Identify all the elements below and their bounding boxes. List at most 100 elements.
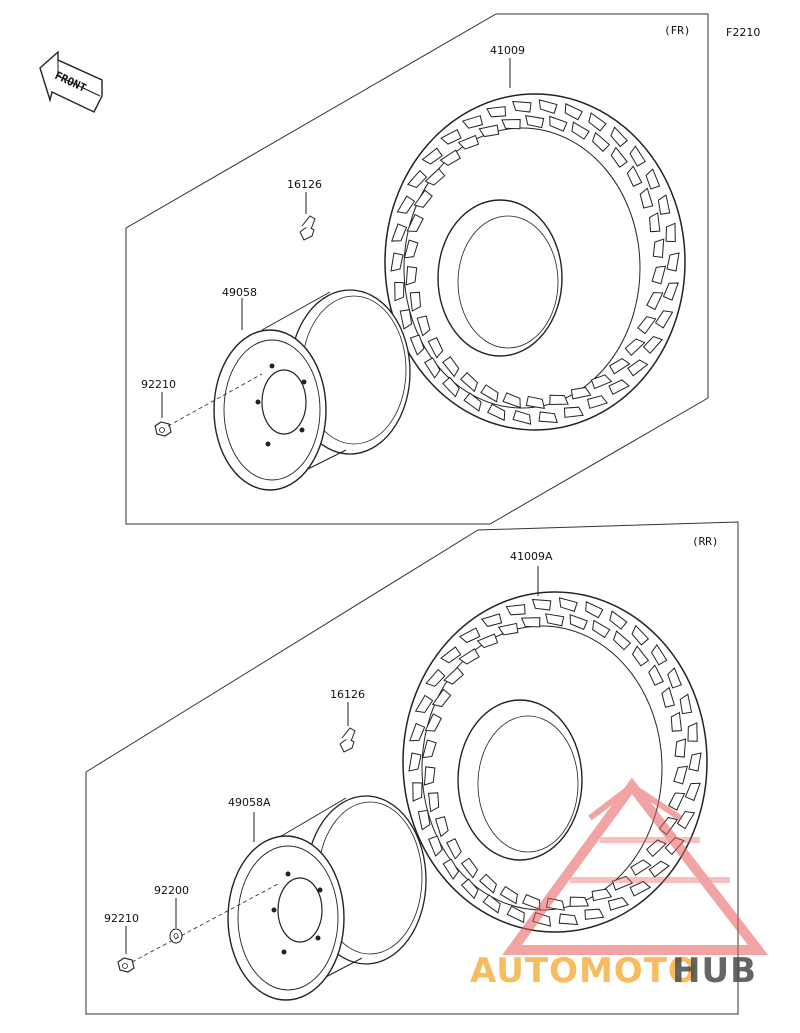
tread-lug [399,309,413,330]
front-section: (FR) 41009 16126 [125,13,709,525]
tread-lug [558,597,578,612]
tread-lug [458,648,480,665]
tread-lug [525,395,545,409]
tread-lug [649,212,661,233]
tread-lug [457,134,480,150]
tread-lug [390,252,404,272]
tread-lug [409,291,421,312]
tread-lug [607,897,629,911]
tread-lug [424,357,441,379]
tread-lug [590,374,613,390]
tread-lug [624,338,646,357]
tread-lug [409,722,426,742]
tread-lug [405,266,418,286]
tread-lug [440,128,462,145]
tread-lug [646,292,664,311]
front-wheel-label: 49058 [222,286,257,299]
tread-lug [666,252,680,272]
rear-wheel-label: 49058A [228,796,271,809]
watermark-text-part1: AUTOMOTO [470,951,698,991]
diagram-code: F2210 [726,26,760,39]
rear-section-tag: (RR) [692,535,719,548]
tread-lug [627,359,649,377]
tread-lug [642,335,664,355]
tread-lug [591,131,611,152]
tread-lug [673,765,688,785]
front-arrow-icon: FRONT [39,50,103,113]
tread-lug [645,168,661,190]
tread-lug [482,894,501,914]
tread-lug [569,613,588,631]
tread-lug [629,880,652,897]
rear-washer-label: 92200 [154,884,189,897]
tread-lug [480,384,499,403]
tread-lug [667,667,682,689]
tread-lug [460,878,479,900]
tread-lug [688,752,702,772]
tread-lug [687,722,698,742]
tread-lug [446,838,462,860]
rear-section: (RR) 41009A 16126 [85,521,739,1015]
tread-lug [631,645,650,667]
front-section-frame [125,13,709,525]
tread-lug [564,102,583,121]
tread-lug [478,124,500,138]
tread-lug [661,686,676,708]
tread-lug [502,392,521,409]
tread-lug [591,888,613,902]
tread-lug [443,666,465,685]
tread-lug [654,310,674,329]
rear-valve-label: 16126 [330,688,365,701]
tread-lug [391,223,408,242]
tread-lug [412,782,423,802]
tread-lug [610,146,628,168]
tread-lug [674,738,687,758]
tread-lug [665,222,676,243]
rear-tire [402,591,708,933]
tread-lug [676,810,696,830]
tread-lug [522,893,541,911]
tread-lug [512,101,532,113]
tread-lug [424,713,443,732]
tread-lug [667,792,686,811]
tread-lug [442,356,460,378]
tread-lug [520,617,541,628]
tread-lug [414,694,434,714]
front-tire-label: 41009 [490,44,525,57]
tread-lug [608,379,630,396]
tread-lug [538,99,558,114]
front-wheel [213,289,411,491]
tread-lug [439,149,461,167]
tread-lug [434,816,449,838]
tread-lug [610,126,628,148]
front-valve-icon [299,215,316,241]
tread-lug [684,782,701,802]
tread-lug [460,857,479,879]
watermark-logo [502,777,769,955]
tread-lug [670,711,683,732]
tread-lug [458,627,481,644]
tread-lug [406,213,424,232]
tread-lug [416,315,431,337]
tread-lug [505,604,526,616]
tread-lug [609,610,628,630]
tread-lug [645,839,667,858]
tread-lug [413,189,433,208]
rear-nut-icon [117,957,135,973]
tread-lug [417,809,431,831]
tread-lug [631,624,650,646]
tread-lug [394,281,405,302]
tread-lug [409,334,425,356]
tread-lug [461,115,484,129]
tread-lug [626,165,643,187]
rear-section-frame [85,521,739,1015]
tread-lug [549,115,568,132]
tread-lug [501,118,521,130]
tread-lug [588,112,607,132]
tread-lug [497,622,519,636]
tread-lug [569,896,590,907]
tread-lug [486,106,507,118]
tread-lug [422,739,437,759]
tread-lug [570,386,592,400]
